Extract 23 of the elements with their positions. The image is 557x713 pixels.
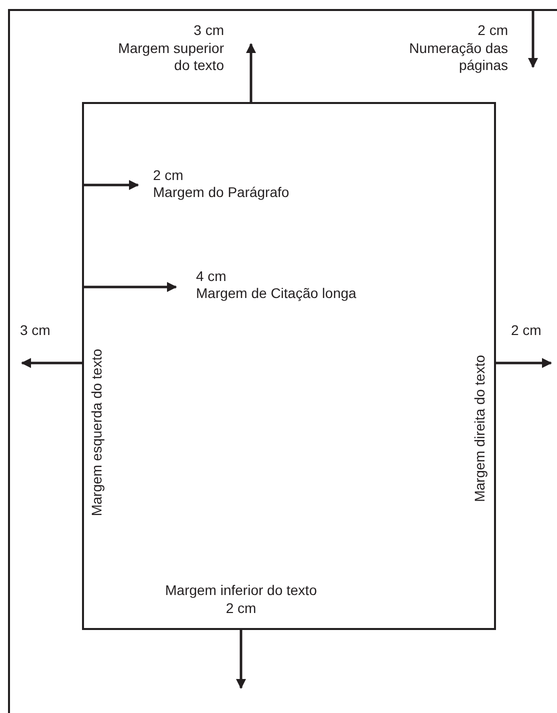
margin-label: Margem inferior do texto — [164, 582, 318, 599]
margin-label: Margem de Citação longa — [196, 285, 358, 302]
measure-label: 2 cm — [476, 22, 508, 39]
margin-label: Margem superior do texto — [117, 40, 224, 74]
page-outline — [8, 9, 557, 713]
arrow — [236, 630, 246, 689]
margin-label: Margem esquerda do texto — [88, 347, 106, 518]
text-area-outline — [82, 102, 496, 630]
margin-label: Numeração das páginas — [408, 40, 508, 74]
measure-label: 2 cm — [153, 167, 184, 184]
arrow — [21, 358, 82, 368]
margin-label: Margem do Parágrafo — [153, 184, 290, 201]
measure-label: 3 cm — [192, 22, 224, 39]
arrow — [82, 180, 139, 190]
arrow — [496, 358, 552, 368]
arrow — [528, 9, 538, 68]
arrow — [82, 282, 177, 292]
measure-label: 4 cm — [196, 268, 228, 285]
margin-label: 2 cm — [224, 600, 258, 617]
margin-label: 3 cm — [20, 322, 52, 339]
margin-label: 2 cm — [511, 322, 542, 339]
arrow — [246, 43, 256, 102]
margin-label: Margem direita do texto — [472, 353, 488, 504]
